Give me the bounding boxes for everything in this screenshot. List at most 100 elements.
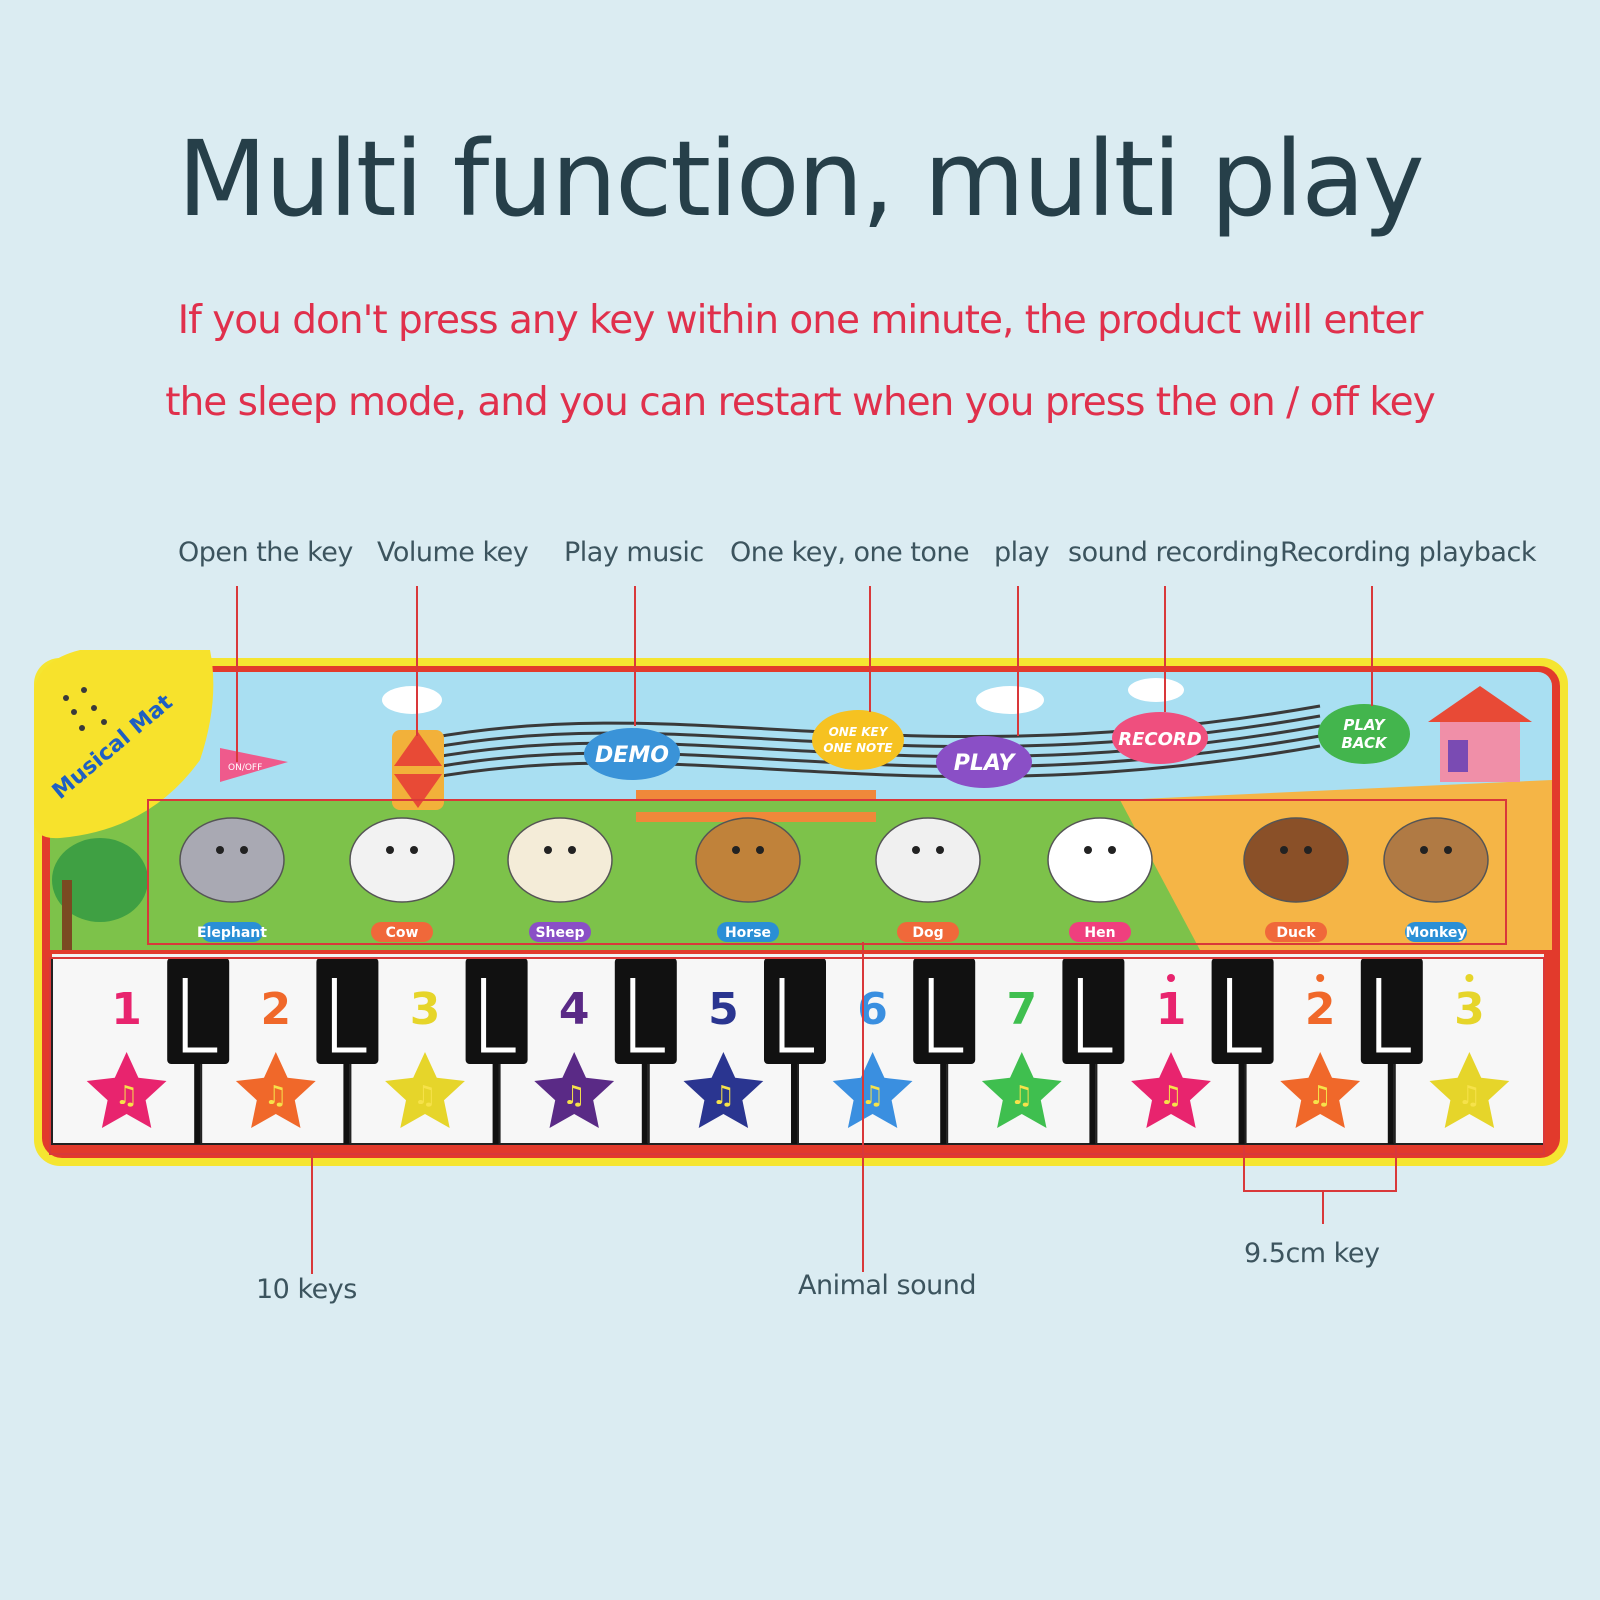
leader-one-key [869, 586, 871, 712]
leader-sound-recording [1164, 586, 1166, 712]
animal-tag [1069, 922, 1131, 942]
play-label: PLAY [954, 751, 1017, 776]
playback-label-1: PLAY [1343, 716, 1386, 734]
star-icon [683, 1052, 764, 1128]
music-note-icon: ♫ [1458, 1081, 1481, 1111]
music-note-icon: ♫ [861, 1081, 884, 1111]
leader-play-music [634, 586, 636, 726]
record-label: RECORD [1118, 729, 1202, 750]
leader-volume-key [416, 586, 418, 736]
key-number: 4 [559, 984, 590, 1035]
black-key[interactable] [1360, 958, 1423, 1144]
on-off-label: ON/OFF [228, 763, 262, 773]
play-button[interactable]: PLAY [936, 736, 1032, 788]
animal-elephant[interactable]: Elephant [179, 817, 285, 942]
volume-button[interactable] [392, 730, 444, 810]
key-number: 2 [1305, 984, 1336, 1035]
animal-name: Cow [386, 925, 419, 941]
record-button[interactable]: RECORD [1112, 712, 1208, 764]
speaker-panel [34, 650, 214, 839]
animal-hen[interactable]: Hen [1047, 817, 1153, 942]
black-key[interactable] [614, 958, 677, 1144]
animal-monkey[interactable]: Monkey [1383, 817, 1489, 942]
playback-button[interactable]: PLAY BACK [1318, 704, 1410, 764]
music-note-icon: ♫ [115, 1081, 138, 1111]
animal-name: Duck [1276, 925, 1316, 941]
key-number: 3 [410, 984, 441, 1035]
star-icon [981, 1052, 1062, 1128]
animal-name: Horse [725, 925, 771, 941]
callout-one-key-one-tone: One key, one tone [730, 537, 970, 568]
callout-sound-recording: sound recording [1068, 537, 1280, 568]
callout-play: play [994, 537, 1050, 568]
callout-animal-sound: Animal sound [798, 1270, 976, 1301]
callout-recording-playback: Recording playback [1280, 537, 1536, 568]
animal-cow[interactable]: Cow [349, 817, 455, 942]
page-title: Multi function, multi play [177, 118, 1424, 240]
music-note-icon: ♫ [1010, 1081, 1033, 1111]
sleep-note-line-2: the sleep mode, and you can restart when… [165, 380, 1435, 425]
black-key[interactable] [167, 958, 230, 1144]
playback-label-2: BACK [1341, 734, 1388, 752]
animal-name: Hen [1084, 925, 1115, 941]
black-key[interactable] [465, 958, 528, 1144]
black-key[interactable] [913, 958, 976, 1144]
keys-highlight-box [49, 957, 1545, 1155]
black-key[interactable] [764, 958, 826, 1144]
callout-open-key: Open the key [178, 537, 353, 568]
animal-tag [897, 922, 959, 942]
star-icon [235, 1052, 316, 1128]
octave-dot [1465, 974, 1474, 982]
leader-open-key [236, 586, 238, 762]
fence [636, 790, 876, 822]
black-keys [167, 958, 1423, 1144]
animal-tag [1405, 922, 1467, 942]
leader-play [1017, 586, 1019, 736]
animal-name: Elephant [197, 925, 267, 941]
clouds [382, 678, 1184, 714]
bracket-bottom [1243, 1190, 1397, 1192]
one-key-one-note-button[interactable]: ONE KEY ONE NOTE [812, 710, 904, 770]
octave-dot [1316, 974, 1325, 982]
star-icon [86, 1052, 167, 1128]
music-note-icon: ♫ [1159, 1081, 1182, 1111]
callout-key-size: 9.5cm key [1244, 1238, 1380, 1269]
leader-animal-sound [862, 942, 864, 1272]
demo-button[interactable]: DEMO [584, 728, 680, 780]
octave-dot [1167, 974, 1175, 982]
star-icon [1131, 1052, 1211, 1128]
black-key[interactable] [316, 958, 379, 1144]
animal-highlight-box [147, 799, 1507, 945]
key-number: 7 [1006, 984, 1037, 1035]
one-key-label: ONE KEY [829, 725, 889, 739]
black-key[interactable] [1211, 958, 1274, 1144]
bracket-right [1395, 1146, 1397, 1192]
music-note-icon: ♫ [712, 1081, 735, 1111]
callout-ten-keys: 10 keys [256, 1274, 357, 1305]
star-icon [832, 1052, 913, 1128]
speaker-holes [63, 687, 107, 731]
leader-key-size [1322, 1190, 1324, 1224]
animal-duck[interactable]: Duck [1243, 817, 1349, 942]
animal-tag [717, 922, 779, 942]
animal-name: Monkey [1405, 925, 1466, 941]
house [1428, 686, 1532, 782]
black-key[interactable] [1062, 958, 1125, 1144]
callout-play-music: Play music [564, 537, 704, 568]
animal-horse[interactable]: Horse [695, 817, 801, 942]
key-number: 5 [708, 984, 739, 1035]
animal-dog[interactable]: Dog [875, 817, 981, 942]
star-icon [385, 1052, 465, 1128]
leader-recording-playback [1371, 586, 1373, 706]
music-note-icon: ♫ [563, 1081, 586, 1111]
animal-tag [529, 922, 591, 942]
music-note-icon: ♫ [413, 1081, 436, 1111]
star-icon [1429, 1052, 1510, 1128]
callout-volume-key: Volume key [377, 537, 529, 568]
animal-name: Dog [912, 925, 943, 941]
animal-sheep[interactable]: Sheep [507, 817, 613, 942]
bracket-left [1243, 1146, 1245, 1192]
star-icon [534, 1052, 615, 1128]
